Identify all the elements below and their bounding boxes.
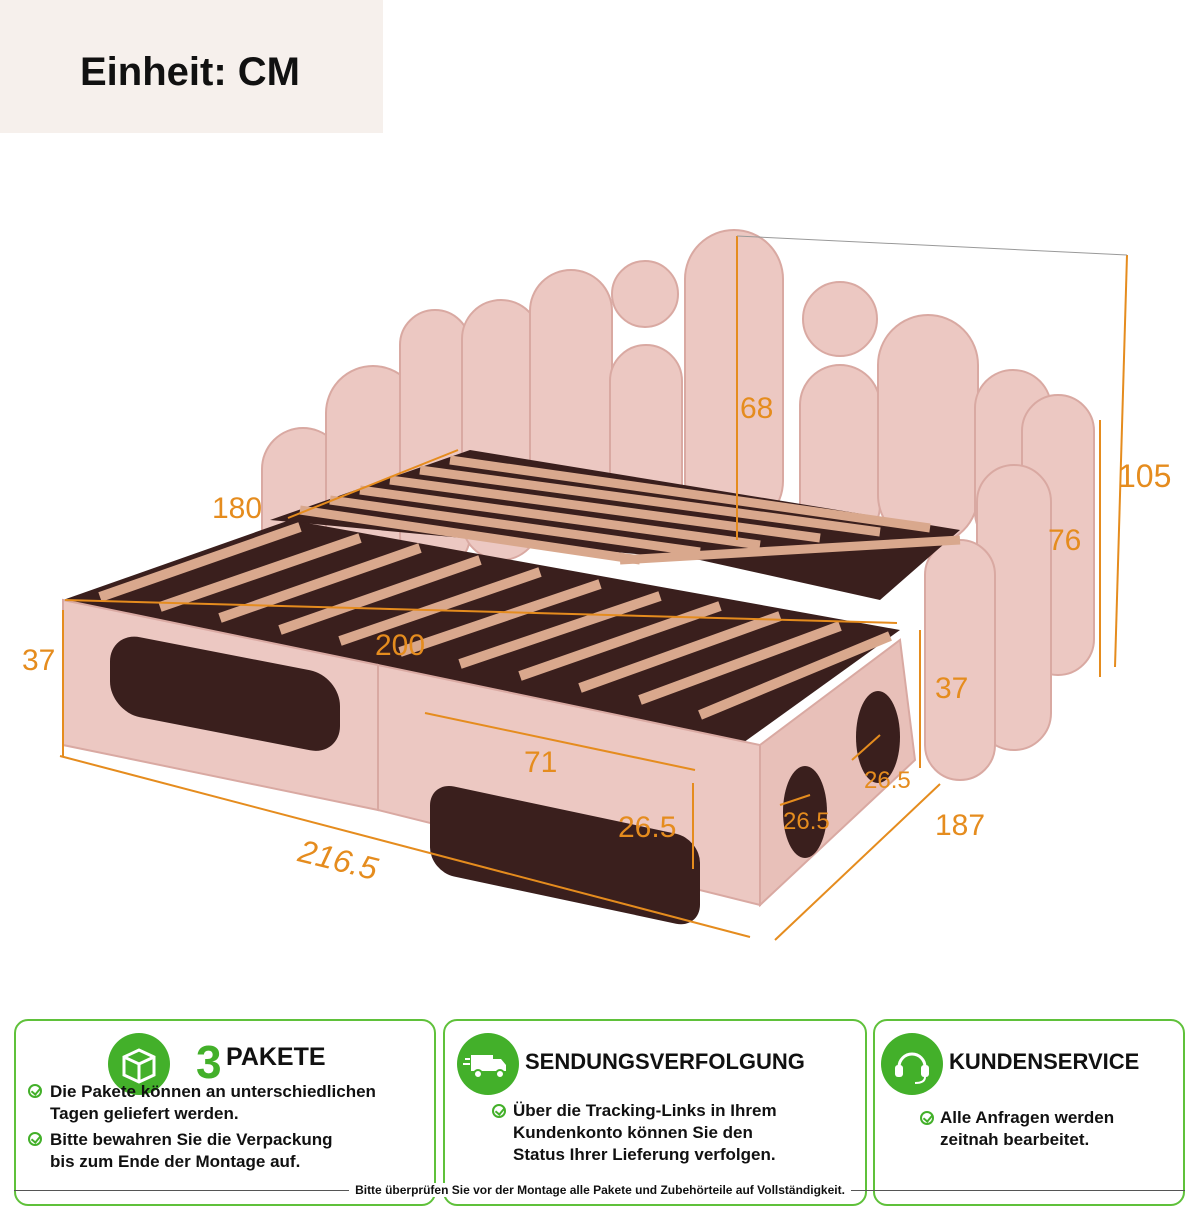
card-customer-service: KUNDENSERVICE Alle Anfragen werden zeitn… bbox=[873, 1019, 1185, 1206]
package-count: 3 bbox=[196, 1036, 222, 1088]
bullet-text: bis zum Ende der Montage auf. bbox=[50, 1152, 301, 1171]
dim-total-depth: 187 bbox=[935, 809, 985, 842]
bullet-text: Alle Anfragen werden bbox=[940, 1108, 1115, 1127]
package-icon bbox=[108, 1033, 170, 1095]
bullet-text: Die Pakete können an unterschiedlichen bbox=[50, 1082, 376, 1101]
dim-headboard-panel: 68 bbox=[740, 392, 773, 425]
dim-bed-length: 200 bbox=[375, 629, 425, 662]
bed-dimension-drawing: 68 105 76 180 200 37 37 71 26.5 26.5 26.… bbox=[22, 229, 1171, 941]
truck-icon bbox=[457, 1033, 519, 1095]
bullet-text: zeitnah bearbeitet. bbox=[940, 1130, 1090, 1149]
dim-total-height: 105 bbox=[1118, 458, 1171, 494]
card-title-packages: PAKETE bbox=[226, 1043, 326, 1071]
dim-side-height: 76 bbox=[1048, 524, 1081, 557]
footer-note-text: Bitte überprüfen Sie vor der Montage all… bbox=[349, 1183, 851, 1197]
dim-frame-height-right: 37 bbox=[935, 672, 968, 705]
bullet-text: Status Ihrer Lieferung verfolgen. bbox=[513, 1145, 776, 1164]
dim-total-length: 216.5 bbox=[294, 832, 382, 887]
dimension-lines bbox=[59, 236, 1128, 941]
unit-label: Einheit: CM bbox=[80, 50, 300, 94]
card-packages: 3 PAKETE Die Pakete können an unterschie… bbox=[14, 1019, 436, 1206]
card-title-tracking: SENDUNGSVERFOLGUNG bbox=[525, 1049, 805, 1074]
headset-icon bbox=[881, 1033, 943, 1095]
bullet-text: Tagen geliefert werden. bbox=[50, 1104, 239, 1123]
unit-header: Einheit: CM bbox=[0, 0, 383, 133]
footer-note: Bitte überprüfen Sie vor der Montage all… bbox=[0, 1183, 1200, 1197]
check-icon bbox=[28, 1084, 42, 1098]
check-icon bbox=[492, 1104, 506, 1118]
dim-frame-height-left: 37 bbox=[22, 644, 55, 677]
dim-circle-2: 26.5 bbox=[864, 767, 911, 794]
check-icon bbox=[28, 1132, 42, 1146]
bullet-text: Bitte bewahren Sie die Verpackung bbox=[50, 1130, 333, 1149]
bullet-text: Über die Tracking-Links in Ihrem bbox=[513, 1101, 777, 1120]
check-icon bbox=[920, 1111, 934, 1125]
trundle-frame bbox=[62, 520, 917, 925]
dim-circle-1: 26.5 bbox=[783, 808, 830, 835]
dim-opening-height: 26.5 bbox=[618, 811, 676, 844]
bullet-text: Kundenkonto können Sie den bbox=[513, 1123, 753, 1142]
card-title-service: KUNDENSERVICE bbox=[949, 1049, 1140, 1074]
dim-opening-width: 71 bbox=[524, 746, 557, 779]
back-slat-frame bbox=[270, 450, 961, 600]
card-tracking: SENDUNGSVERFOLGUNG Über die Tracking-Lin… bbox=[443, 1019, 867, 1206]
dim-back-width: 180 bbox=[212, 492, 262, 525]
